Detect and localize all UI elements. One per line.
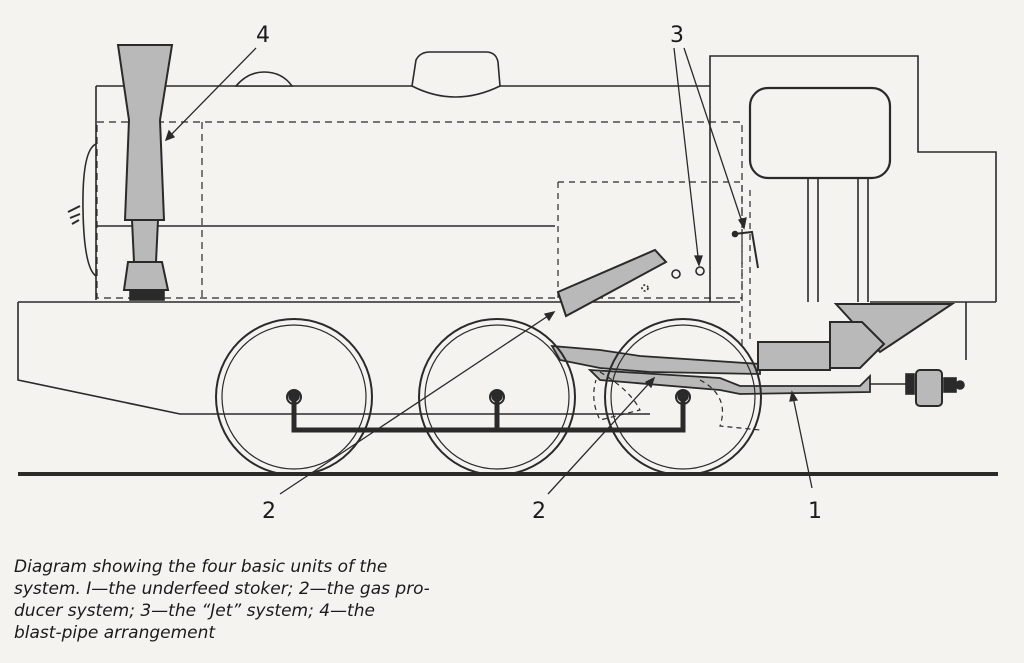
steam-dome [411, 51, 501, 98]
leader-lines [164, 47, 813, 495]
diagram-caption: Diagram showing the four basic units of … [14, 556, 504, 644]
callout-2-right-label: 2 [532, 499, 546, 524]
caption-line-2: system. I—the underfeed stoker; 2—the ga… [14, 579, 430, 599]
frame [17, 301, 996, 415]
caption-line-3: ducer system; 3—the “Jet” system; 4—the [14, 601, 375, 621]
coupling-rod [288, 390, 689, 433]
caption-line-1: Diagram showing the four basic units of … [14, 557, 388, 577]
gas-producer-plate [556, 248, 668, 318]
callout-3-label: 3 [670, 23, 684, 48]
safety-valve [234, 71, 294, 87]
jet-system [641, 230, 759, 292]
grate-trough [550, 344, 761, 375]
callout-1-label: 1 [808, 499, 822, 524]
smokebox-door [82, 143, 97, 277]
callout-4-label: 4 [256, 23, 270, 48]
caption-line-4: blast-pipe arrangement [14, 623, 216, 643]
blast-pipe [116, 44, 174, 301]
cab [709, 55, 997, 360]
callout-2-left-label: 2 [262, 499, 276, 524]
firebox-outline [557, 181, 751, 350]
smokebox-handle [67, 205, 81, 225]
underfeed-stoker [587, 303, 965, 431]
